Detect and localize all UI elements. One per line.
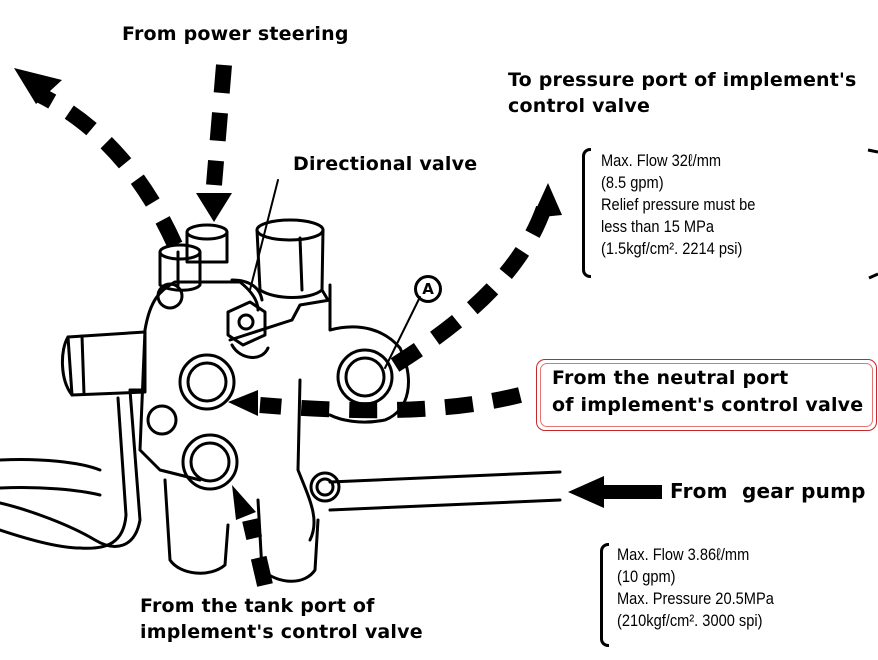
spec-line: less than 15 MPa [601,217,714,236]
flow-to-pressure-port-dashed [390,202,553,372]
arrow-head-to-pressure-port-icon [532,183,562,218]
label-to-pressure-port-line2: control valve [508,95,651,117]
spec-line: Max. Pressure 20.5MPa [617,589,774,608]
flow-from-tank-port-dashed [242,518,273,587]
spec-line: (8.5 gpm) [601,173,664,192]
specs-pressure-port: Max. Flow 32ℓ/mm (8.5 gpm) Relief pressu… [601,150,755,260]
label-neutral-port-line2: of implement's control valve [552,394,864,416]
top-plugs [156,223,229,310]
flow-to-power-steering-dashed [36,87,183,249]
spec-line: (10 gpm) [617,567,676,586]
right-pipe [328,470,562,512]
label-to-pressure-port-line1: To pressure port of implement's [508,69,857,91]
arrow-head-tank-port-icon [232,485,256,520]
left-pipe [0,388,147,550]
left-fitting [60,330,147,397]
flow-from-power-steering-dashed [206,64,232,186]
label-tank-port-line1: From the tank port of [140,595,375,617]
label-from-power-steering: From power steering [122,23,349,45]
label-from-gear-pump: From gear pump [670,479,866,503]
valve-body [138,278,410,583]
arrow-head-to-power-steering-icon [14,68,62,104]
arrow-head-from-power-steering-icon [196,193,232,222]
right-bracket-marks [867,148,878,280]
spec-line: Max. Flow 3.86ℓ/mm [617,545,750,564]
spec-line: (1.5kgf/cm². 2214 psi) [601,239,743,258]
label-directional-valve: Directional valve [293,153,478,175]
specs-bracket-gear-pump [600,543,609,647]
directional-valve-nut [226,300,270,359]
ports [146,348,394,503]
flow-from-neutral-port-dashed [259,387,522,419]
directional-valve-leader [249,179,279,291]
spec-line: Max. Flow 32ℓ/mm [601,151,722,170]
relief-cap [255,218,330,302]
spec-line: Relief pressure must be [601,195,756,214]
callout-a-icon: A [414,275,442,303]
specs-bracket-pressure [582,148,591,278]
specs-gear-pump: Max. Flow 3.86ℓ/mm (10 gpm) Max. Pressur… [617,544,774,632]
label-neutral-port-line1: From the neutral port [552,367,789,389]
label-tank-port-line2: implement's control valve [140,621,423,643]
callout-a-leader [384,296,421,369]
gear-pump-solid-arrow-icon [568,476,662,508]
spec-line: (210kgf/cm². 3000 spi) [617,611,763,630]
neutral-port-highlight-box[interactable] [536,359,877,431]
arrow-head-neutral-port-icon [228,390,258,416]
